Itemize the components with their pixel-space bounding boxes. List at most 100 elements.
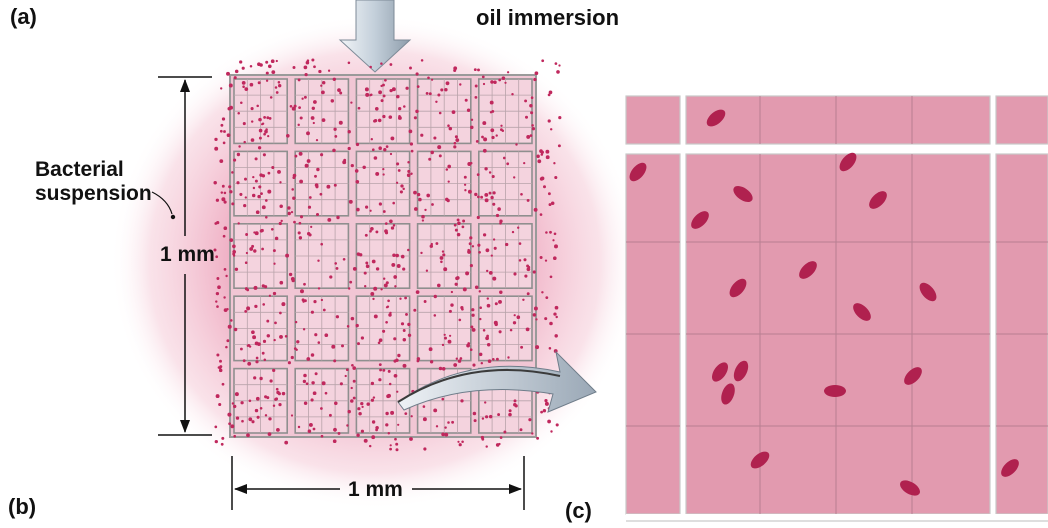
bacterium-dot <box>388 115 393 119</box>
bacterium-dot <box>480 195 484 199</box>
bacterium-dot <box>213 181 217 185</box>
bacterium-dot <box>482 329 486 332</box>
bacterium-dot <box>225 274 228 278</box>
bacterium-dot <box>262 339 267 343</box>
bacterium-dot <box>276 428 280 432</box>
bacterium-dot <box>553 312 557 316</box>
bacterium-dot <box>303 373 307 378</box>
bacterium-dot <box>541 59 545 63</box>
bacterium-dot <box>261 284 265 288</box>
bacterium-dot <box>526 292 530 296</box>
bacterium-dot <box>499 436 503 439</box>
bacterium-dot <box>486 297 489 300</box>
bacterium-dot <box>549 321 553 326</box>
bacterium-dot <box>490 254 493 257</box>
bacterium-dot <box>217 285 221 290</box>
bacterium-dot <box>558 64 561 67</box>
bacterium-dot <box>219 159 224 163</box>
bacterium-dot <box>413 308 417 312</box>
bacterium-dot <box>539 256 543 259</box>
suspension-leader <box>151 191 176 220</box>
bacterium-dot <box>488 271 493 275</box>
bacterium-dot <box>254 304 258 309</box>
bacterium-dot <box>410 149 414 153</box>
bacterium-dot <box>332 77 337 82</box>
bacterium-dot <box>247 361 252 366</box>
bacterium-dot <box>544 401 549 406</box>
bacterium-dot <box>457 221 461 226</box>
bacterium-dot <box>261 247 264 251</box>
bacterium-dot <box>472 363 476 367</box>
bacterium-dot <box>513 272 517 276</box>
bacterium-dot <box>442 253 446 257</box>
bacterium-dot <box>277 81 281 84</box>
bacterium-dot <box>413 116 417 120</box>
bacterium-dot <box>526 198 530 202</box>
bacterium-dot <box>464 98 468 102</box>
bacterium-dot <box>377 341 381 345</box>
bacterium-dot <box>331 344 336 349</box>
bacterium-dot <box>444 88 448 92</box>
bacterium-dot <box>255 360 259 364</box>
bacterium-dot <box>450 303 454 307</box>
bacterium-dot <box>392 253 396 257</box>
bacterium-dot <box>372 297 375 301</box>
bacterium-dot <box>297 231 301 235</box>
bacterium-dot <box>507 356 510 359</box>
bacterium-dot <box>227 106 231 111</box>
bacterium-dot <box>365 264 370 269</box>
bacterium-dot <box>441 432 445 437</box>
bacterium-dot <box>422 405 426 408</box>
bacterium-dot <box>347 409 351 414</box>
bacterium-dot <box>236 181 240 185</box>
bacterium-dot <box>547 419 551 424</box>
bacterium-dot <box>265 79 269 82</box>
bacterium-dot <box>218 368 223 373</box>
bacterium-dot <box>272 291 277 296</box>
bacterium-dot <box>234 69 239 74</box>
bacterium-dot <box>258 117 262 122</box>
bacterium-dot <box>364 233 368 237</box>
bacterium-dot <box>354 169 359 173</box>
bacterium-dot <box>499 290 503 294</box>
bacterium-dot <box>549 275 553 279</box>
bacterium-dot <box>292 176 296 180</box>
bacterium-dot <box>345 368 349 372</box>
bacterium-dot <box>402 337 407 342</box>
bacterium-dot <box>300 289 304 294</box>
bacterium-dot <box>380 288 383 291</box>
bacterium-dot <box>481 417 485 420</box>
bacterium-dot <box>550 201 555 205</box>
bacterium-cell <box>919 282 937 302</box>
bacterium-dot <box>489 100 494 105</box>
bacterium-dot <box>554 305 559 310</box>
bacterium-dot <box>264 129 268 134</box>
bacterium-dot <box>533 207 538 212</box>
bacterium-dot <box>425 91 429 95</box>
bacterium-dot <box>276 390 280 395</box>
bacterium-dot <box>244 287 248 291</box>
bacterium-dot <box>368 444 372 448</box>
bacterium-dot <box>231 402 235 405</box>
bacterium-dot <box>272 404 276 407</box>
bacterium-dot <box>385 411 389 416</box>
bacterium-dot <box>493 246 497 250</box>
bacterium-dot <box>477 243 481 247</box>
bacterium-dot <box>262 303 266 306</box>
bacterium-dot <box>380 99 384 103</box>
bacterium-dot <box>292 196 296 200</box>
bacterium-dot <box>372 396 376 399</box>
bacterium-dot <box>524 99 528 103</box>
bacterium-dot <box>423 300 427 303</box>
bacterium-dot <box>366 402 370 406</box>
bacterium-dot <box>359 253 363 257</box>
bacterium-dot <box>284 440 289 445</box>
bacterium-dot <box>246 306 251 311</box>
bacterium-dot <box>511 93 514 96</box>
bacterium-dot <box>385 281 389 285</box>
bacterium-dot <box>476 215 480 220</box>
bacterium-dot <box>264 395 268 399</box>
bacterium-dot <box>303 401 308 405</box>
bacterium-dot <box>486 343 491 347</box>
bacterium-dot <box>445 81 450 86</box>
